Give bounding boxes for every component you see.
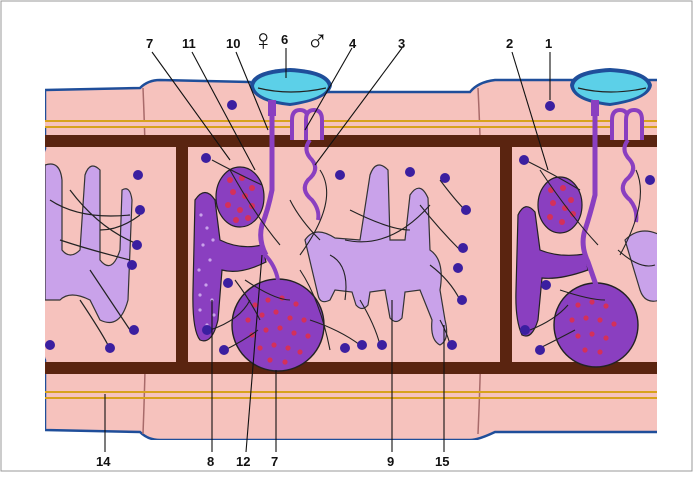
label-2: 2 (506, 36, 513, 51)
label-15: 15 (435, 454, 449, 469)
seminal-vesicle (232, 279, 324, 371)
dorsal-wall (45, 135, 660, 147)
label-3: 3 (398, 36, 405, 51)
label-9: 9 (387, 454, 394, 469)
male-symbol-icon: ♂ (306, 24, 329, 57)
body-segments (45, 68, 662, 440)
label-8: 8 (207, 454, 214, 469)
female-symbol-icon: ♀ (252, 24, 275, 57)
label-1: 1 (545, 36, 552, 51)
label-6: 6 (281, 32, 288, 47)
label-14: 14 (96, 454, 111, 469)
ventral-wall (45, 362, 660, 374)
male-pores-middle (292, 110, 322, 140)
label-11: 11 (182, 36, 196, 51)
label-12: 12 (236, 454, 250, 469)
label-7-top: 7 (146, 36, 153, 51)
label-10: 10 (226, 36, 240, 51)
septum-left (176, 140, 188, 370)
label-4: 4 (349, 36, 357, 51)
septum-right (500, 140, 512, 370)
label-7-bottom: 7 (271, 454, 278, 469)
male-pores-right (612, 110, 642, 140)
